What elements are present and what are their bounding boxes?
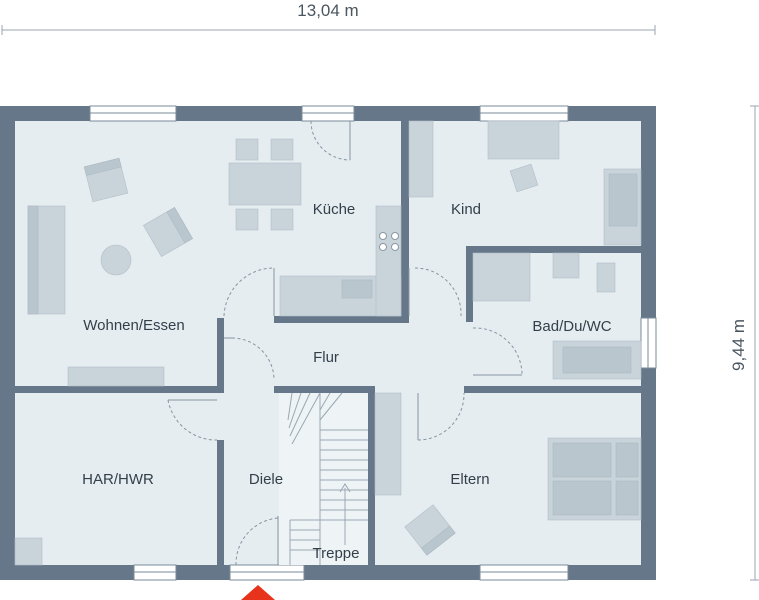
staircase xyxy=(279,392,368,565)
height-dimension: 9,44 m xyxy=(729,105,759,581)
room-label-kueche: Küche xyxy=(313,201,356,218)
room-label-treppe: Treppe xyxy=(313,545,360,562)
kind-furniture xyxy=(408,120,642,246)
har-furniture xyxy=(14,537,43,566)
windows xyxy=(89,105,657,581)
doors xyxy=(167,120,523,566)
eltern-furniture xyxy=(374,392,642,556)
living-furniture xyxy=(27,157,193,387)
room-label-diele: Diele xyxy=(249,471,283,488)
room-label-har: HAR/HWR xyxy=(82,471,154,488)
bath-furniture xyxy=(472,252,642,380)
width-dimension-label: 13,04 m xyxy=(297,1,358,20)
kitchen-furniture xyxy=(228,138,402,317)
room-label-eltern: Eltern xyxy=(450,471,489,488)
room-label-kind: Kind xyxy=(451,201,481,218)
room-label-flur: Flur xyxy=(313,349,339,366)
room-label-wohnen: Wohnen/Essen xyxy=(83,317,184,334)
height-dimension-label: 9,44 m xyxy=(729,319,748,371)
width-dimension: 13,04 m xyxy=(1,1,656,35)
entrance-arrow-icon xyxy=(241,585,275,600)
interior-walls xyxy=(15,121,641,565)
room-label-bad: Bad/Du/WC xyxy=(532,318,611,335)
